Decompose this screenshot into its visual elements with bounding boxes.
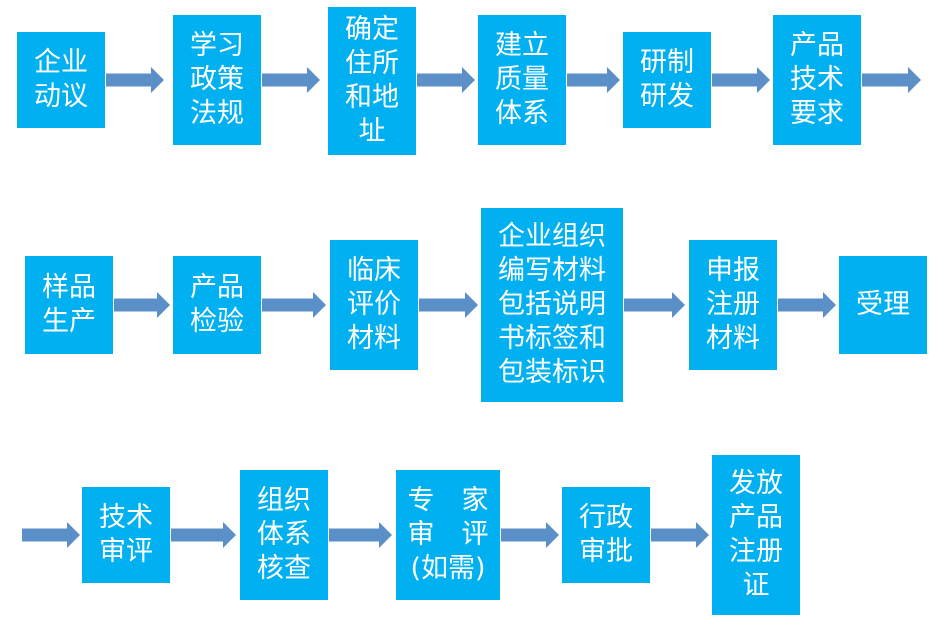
step-clinical-evaluation: 临床 评价 材料 [330, 240, 418, 370]
flow-arrow [651, 522, 709, 548]
step-issue-certificate: 发放 产品 注册 证 [712, 455, 800, 615]
flow-arrow [262, 67, 320, 93]
flow-arrow [329, 522, 392, 548]
step-acceptance: 受理 [839, 256, 927, 354]
step-sample-production: 样品 生产 [25, 256, 113, 354]
step-prepare-materials: 企业组织 编写材料 包括说明 书标签和 包装标识 [481, 208, 623, 402]
flow-arrow [106, 67, 164, 93]
step-expert-review: 专 家 审 评 (如需) [396, 470, 500, 600]
step-technical-review: 技术 审评 [82, 487, 170, 583]
flow-arrow [417, 67, 475, 93]
flow-arrow [419, 292, 478, 318]
flow-arrow [624, 292, 685, 318]
step-product-inspection: 产品 检验 [173, 256, 261, 354]
step-quality-system: 建立 质量 体系 [478, 15, 566, 145]
step-study-policies: 学习 政策 法规 [173, 15, 261, 145]
flow-arrow [567, 67, 620, 93]
step-system-inspection: 组织 体系 核查 [240, 470, 328, 600]
flow-arrow [114, 292, 170, 318]
flow-arrow [501, 522, 559, 548]
step-submit-registration: 申报 注册 材料 [689, 240, 777, 370]
step-rd: 研制 研发 [623, 32, 711, 128]
flow-arrow [712, 67, 770, 93]
step-product-technical-requirements: 产品 技术 要求 [773, 15, 861, 145]
flow-arrow [778, 292, 836, 318]
flow-arrow [171, 522, 236, 548]
flow-arrow [262, 292, 326, 318]
flow-arrow [862, 67, 921, 93]
step-enterprise-proposal: 企业 动议 [17, 32, 105, 128]
step-determine-address: 确定 住所 和地 址 [328, 7, 416, 155]
step-administrative-approval: 行政 审批 [562, 487, 650, 583]
flow-arrow [22, 522, 80, 548]
